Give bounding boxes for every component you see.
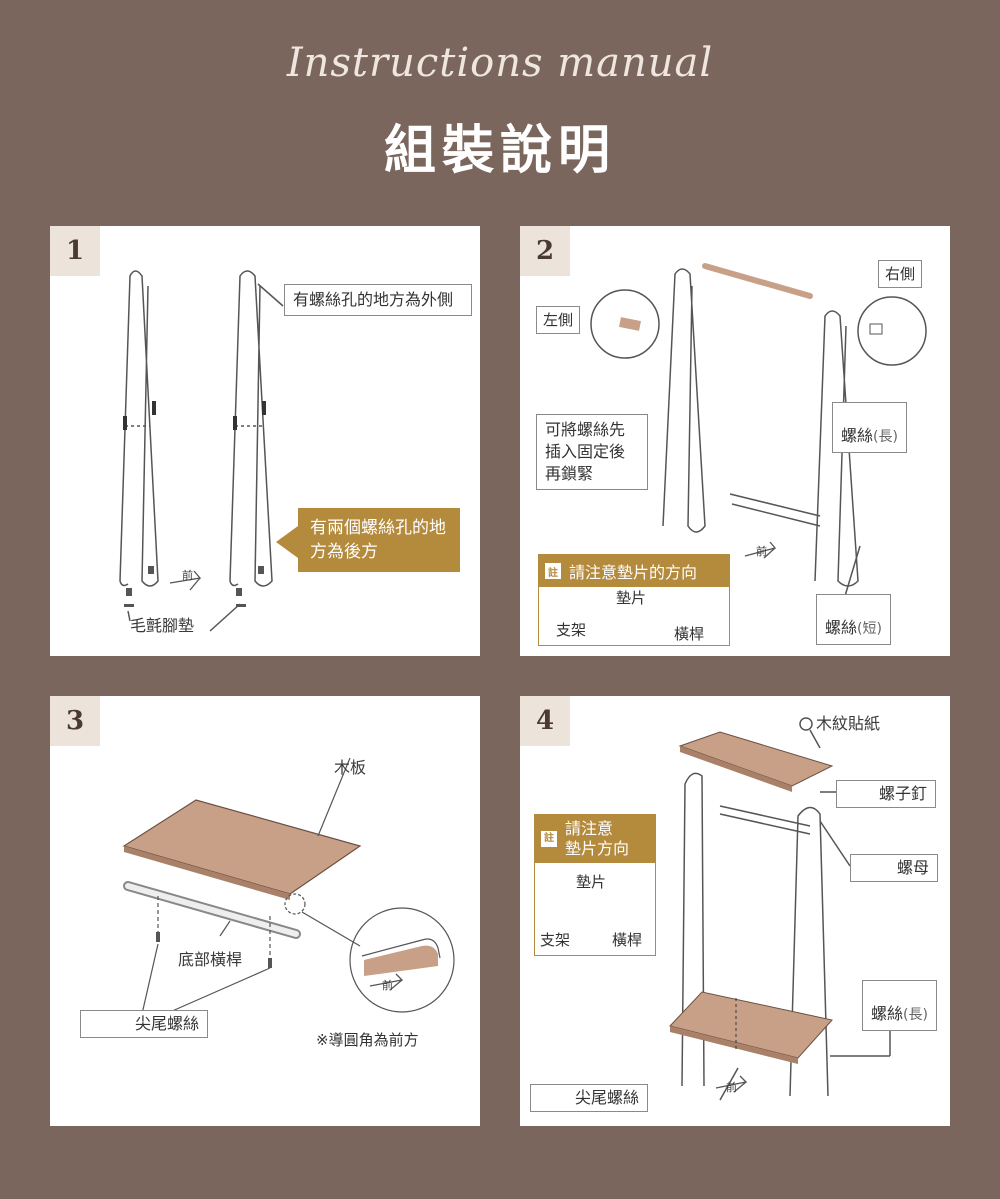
page-title: 組裝說明 bbox=[383, 120, 616, 181]
washer-note: 註 請注意墊片的方向 bbox=[538, 554, 730, 646]
screw-long-paren: (長) bbox=[873, 429, 898, 445]
front-tag: 前 bbox=[756, 545, 767, 558]
screw-long-box: 螺絲(長) bbox=[862, 980, 937, 1031]
note-title-line2: 墊片方向 bbox=[565, 839, 630, 858]
screw-long-paren: (長) bbox=[903, 1007, 928, 1023]
step-1-illustration bbox=[119, 270, 298, 632]
nut-box: 螺母 bbox=[850, 854, 939, 882]
screw-short-label: 螺絲 bbox=[825, 618, 858, 637]
screw-long-label: 螺絲 bbox=[841, 426, 874, 445]
round-corner-note: ※導圓角為前方 bbox=[316, 1031, 419, 1049]
felt-pad-label: 毛氈腳墊 bbox=[130, 616, 195, 635]
washer-note: 註 請注意 墊片方向 bbox=[534, 814, 656, 956]
callout-back: 有兩個螺絲孔的地方為後方 bbox=[298, 508, 460, 572]
left-side-label: 左側 bbox=[536, 306, 581, 334]
note-title-line1: 請注意 bbox=[565, 819, 614, 838]
front-tag: 前 bbox=[182, 569, 193, 582]
note-mark: 註 bbox=[541, 831, 557, 847]
nut-label: 螺母 bbox=[897, 858, 930, 877]
script-title: Instructions manual bbox=[286, 40, 714, 86]
step-number: 3 bbox=[50, 696, 100, 746]
right-side-label: 右側 bbox=[878, 260, 923, 288]
pointed-screw-label: 尖尾螺絲 bbox=[135, 1014, 200, 1033]
pointed-screw-box: 尖尾螺絲 bbox=[80, 1010, 209, 1038]
step-1-panel: 有螺絲孔的地方為外側 有兩個螺絲孔的地方為後方 毛氈腳墊 前 1 bbox=[50, 226, 480, 656]
note-header: 註 請注意 墊片方向 bbox=[535, 815, 655, 863]
step-4-panel: 木紋貼紙 螺子釘 螺母 螺絲(長) 尖尾螺絲 註 請注意 墊片方向 墊片 支架 … bbox=[520, 696, 950, 1126]
screw-short-paren: (短) bbox=[857, 621, 882, 637]
step-4-illustration bbox=[539, 717, 914, 1101]
step-2-panel: 左側 右側 可將螺絲先插入固定後再鎖緊 螺絲(長) 螺絲(短) 註 請注意墊片的… bbox=[520, 226, 950, 656]
frame-label: 支架 bbox=[540, 931, 571, 949]
wood-sticker-label: 木紋貼紙 bbox=[816, 714, 881, 733]
board-label: 木板 bbox=[334, 758, 367, 777]
washer-label: 墊片 bbox=[576, 873, 607, 891]
crossbar-label: 橫桿 bbox=[612, 931, 643, 949]
note-header: 註 請注意墊片的方向 bbox=[539, 555, 729, 587]
step-3-panel: 木板 底部橫桿 尖尾螺絲 ※導圓角為前方 前 3 bbox=[50, 696, 480, 1126]
tip-box: 可將螺絲先插入固定後再鎖緊 bbox=[536, 414, 648, 490]
callout-outside: 有螺絲孔的地方為外側 bbox=[284, 284, 472, 316]
washer-label: 墊片 bbox=[616, 589, 647, 607]
crossbar-label: 橫桿 bbox=[674, 625, 705, 643]
step-number: 1 bbox=[50, 226, 100, 276]
screw-long-box: 螺絲(長) bbox=[832, 402, 907, 453]
front-tag: 前 bbox=[382, 979, 393, 992]
pointed-screw-box: 尖尾螺絲 bbox=[530, 1084, 649, 1112]
step-3-illustration bbox=[89, 757, 455, 1027]
note-title: 請注意墊片的方向 bbox=[569, 563, 698, 582]
frame-label: 支架 bbox=[556, 621, 587, 639]
bottom-bar-label: 底部橫桿 bbox=[178, 950, 243, 969]
note-mark: 註 bbox=[545, 563, 561, 579]
screw-short-box: 螺絲(短) bbox=[816, 594, 891, 645]
step-number: 2 bbox=[520, 226, 570, 276]
screw-long-label: 螺絲 bbox=[871, 1004, 904, 1023]
front-tag: 前 bbox=[726, 1081, 737, 1094]
bolt-box: 螺子釘 bbox=[836, 780, 937, 808]
step-number: 4 bbox=[520, 696, 570, 746]
bolt-label: 螺子釘 bbox=[879, 784, 928, 803]
pointed-screw-label: 尖尾螺絲 bbox=[575, 1088, 640, 1107]
